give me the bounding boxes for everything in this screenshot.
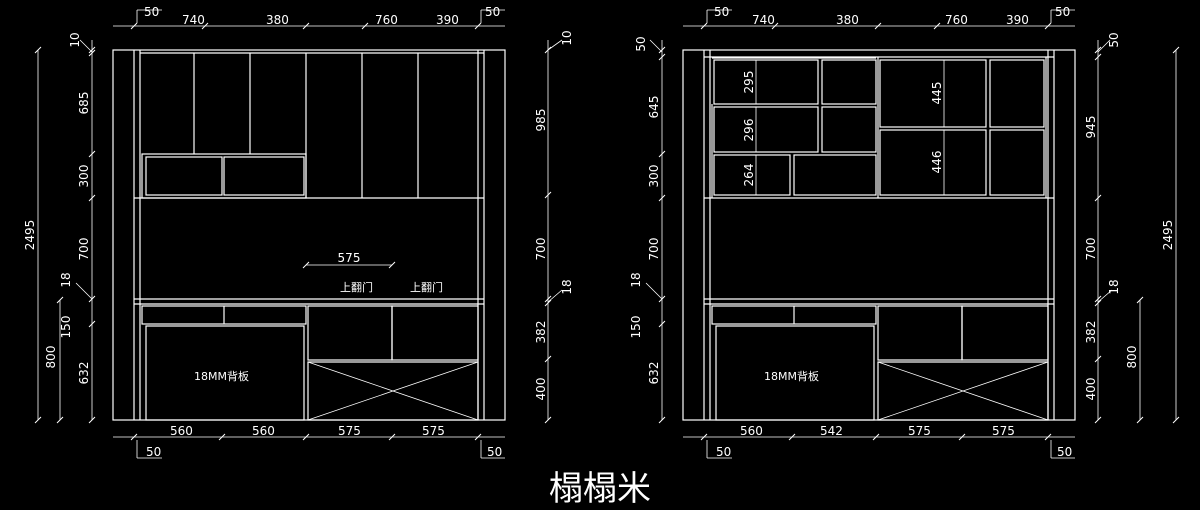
shelf-dim-446: 446 [930,151,944,174]
left-h2: 300 [77,165,91,188]
left-bot-w0: 50 [146,445,161,459]
right-back-panel: 18MM背板 [764,369,819,383]
right-h5: 400 [534,378,548,401]
shelf-dim-264: 264 [742,164,756,187]
rr-h2: 700 [1084,238,1098,261]
left-bot-w1: 560 [170,424,193,438]
shelf-dim-295: 295 [742,71,756,94]
drawing-title: 榻榻米 [549,469,651,509]
rl-h1: 645 [647,96,661,119]
left-extra-800: 800 [44,346,58,369]
right-outer-height: 2495 [1161,220,1175,251]
left-h5: 632 [77,362,91,385]
rr-extra-800: 800 [1125,346,1139,369]
rl-h3: 700 [647,238,661,261]
rl-h2: 300 [647,165,661,188]
shelf-dim-296: 296 [742,119,756,142]
right-h1: 985 [534,109,548,132]
left-extra-18: 18 [59,272,73,287]
right-bot-w4: 575 [992,424,1015,438]
rl-h0: 50 [634,36,648,51]
rl-h5: 150 [629,316,643,339]
right-bot-w5: 50 [1057,445,1072,459]
left-door-label-1: 上翻门 [340,280,373,294]
right-top-w4: 390 [1006,13,1029,27]
left-top-w0: 50 [144,5,159,19]
left-bot-w4: 575 [422,424,445,438]
right-bot-w1: 560 [740,424,763,438]
rl-h4: 18 [629,272,643,287]
right-elevation: 18MM背板 295 296 264 445 446 50 740 380 76… [629,5,1180,459]
right-h4: 382 [534,321,548,344]
right-top-w5: 50 [1055,5,1070,19]
left-top-w3: 760 [375,13,398,27]
rr-h0: 50 [1107,32,1121,47]
left-h3: 700 [77,238,91,261]
right-h2: 700 [534,238,548,261]
left-h0: 10 [68,32,82,47]
rr-h3: 18 [1107,279,1121,294]
right-h0: 10 [560,30,574,45]
right-bot-w2: 542 [820,424,843,438]
left-outer-height: 2495 [23,220,37,251]
left-top-w4: 390 [436,13,459,27]
right-top-w3: 760 [945,13,968,27]
rr-h5: 400 [1084,378,1098,401]
left-h1: 685 [77,92,91,115]
right-top-w1: 740 [752,13,775,27]
right-h3: 18 [560,279,574,294]
rr-h4: 382 [1084,321,1098,344]
right-top-w2: 380 [836,13,859,27]
left-top-w5: 50 [485,5,500,19]
shelf-dim-445: 445 [930,82,944,105]
right-bot-w3: 575 [908,424,931,438]
left-elevation: 575 上翻门 上翻门 18MM背板 50 740 380 760 390 50… [23,5,574,459]
left-bot-w2: 560 [252,424,275,438]
rl-h6: 632 [647,362,661,385]
left-top-w1: 740 [182,13,205,27]
right-top-w0: 50 [714,5,729,19]
left-bot-w5: 50 [487,445,502,459]
left-door-label-2: 上翻门 [410,280,443,294]
rr-h1: 945 [1084,116,1098,139]
left-h4: 150 [59,316,73,339]
left-bot-w3: 575 [338,424,361,438]
right-bot-w0: 50 [716,445,731,459]
left-back-panel: 18MM背板 [194,369,249,383]
left-inner-dim: 575 [338,251,361,265]
left-top-w2: 380 [266,13,289,27]
